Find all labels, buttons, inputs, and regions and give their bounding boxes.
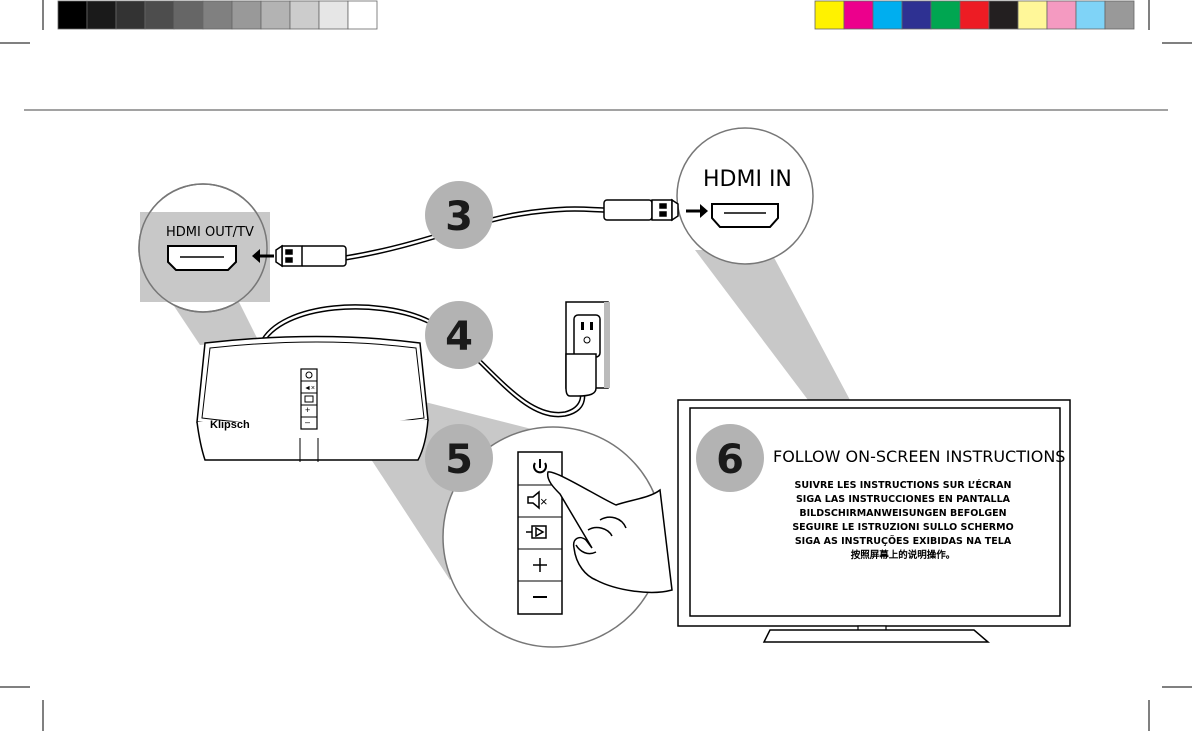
svg-text:3: 3 — [445, 194, 473, 240]
outlet-icon — [565, 301, 610, 397]
power-icon — [533, 459, 547, 474]
color-swatch — [347, 0, 378, 30]
step-4-badge: 4 — [425, 301, 493, 369]
grayscale-bar — [57, 0, 378, 30]
svg-text:+: + — [305, 405, 310, 415]
color-swatch — [988, 0, 1019, 30]
color-swatch — [1075, 0, 1106, 30]
button-callout: × — [442, 426, 673, 648]
svg-text:×: × — [540, 494, 548, 509]
color-process-bar — [814, 0, 1135, 30]
hdmi-in-callout-beam — [695, 250, 850, 400]
svg-text:4: 4 — [445, 314, 473, 360]
instruction-line: 按照屏幕上的说明操作。 — [851, 549, 956, 561]
svg-text:5: 5 — [445, 437, 473, 483]
volume-up-icon — [533, 558, 547, 572]
hdmi-in-callout: HDMI IN — [676, 127, 814, 265]
plug-icon — [275, 244, 347, 268]
color-swatch — [115, 0, 146, 30]
color-swatch — [930, 0, 961, 30]
input-icon — [526, 525, 547, 539]
hdmi-port-icon — [167, 245, 237, 271]
hdmi-cable — [344, 206, 606, 261]
arrow-icon — [686, 204, 708, 218]
arrow-icon — [252, 249, 274, 263]
hdmi-out-callout: HDMI OUT/TV — [138, 183, 270, 313]
color-swatch — [1046, 0, 1077, 30]
device-button-panel: ◄× + – — [300, 368, 318, 430]
color-swatch — [144, 0, 175, 30]
brand-logo: Klipsch — [210, 419, 250, 431]
color-swatch — [872, 0, 903, 30]
hdmi-port-icon — [711, 203, 779, 228]
step-5-badge: 5 — [425, 424, 493, 492]
hdmi-in-label: HDMI IN — [703, 167, 792, 192]
color-swatch — [57, 0, 88, 30]
hdmi-out-label: HDMI OUT/TV — [166, 225, 254, 240]
color-swatch — [814, 0, 845, 30]
instruction-line: SUIVRE LES INSTRUCTIONS SUR L’ÉCRAN — [795, 479, 1012, 491]
color-swatch — [901, 0, 932, 30]
instruction-line: SEGUIRE LE ISTRUZIONI SULLO SCHERMO — [792, 522, 1013, 533]
tv-instructions: SUIVRE LES INSTRUCTIONS SUR L’ÉCRAN SIGA… — [792, 479, 1013, 561]
color-swatch — [1104, 0, 1135, 30]
color-swatch — [202, 0, 233, 30]
color-swatch — [260, 0, 291, 30]
color-swatch — [86, 0, 117, 30]
color-swatch — [1017, 0, 1048, 30]
hand-icon — [546, 471, 673, 594]
instruction-line: SIGA AS INSTRUÇÕES EXIBIDAS NA TELA — [795, 535, 1012, 547]
color-swatch — [173, 0, 204, 30]
color-swatch — [318, 0, 349, 30]
step-3-badge: 3 — [425, 181, 493, 249]
svg-text:6: 6 — [716, 437, 744, 483]
tv-headline: FOLLOW ON-SCREEN INSTRUCTIONS — [773, 447, 1065, 466]
svg-text:◄×: ◄× — [304, 385, 315, 392]
step-6-badge: 6 — [696, 424, 764, 492]
color-swatch — [959, 0, 990, 30]
television: 6 FOLLOW ON-SCREEN INSTRUCTIONS SUIVRE L… — [677, 399, 1071, 643]
mute-icon: × — [527, 490, 548, 510]
color-swatch — [289, 0, 320, 30]
svg-text:–: – — [305, 417, 310, 427]
instruction-line: BILDSCHIRMANWEISUNGEN BEFOLGEN — [799, 508, 1006, 519]
instruction-line: SIGA LAS INSTRUCCIONES EN PANTALLA — [796, 494, 1011, 505]
plug-icon — [603, 198, 679, 222]
klipsch-device: Klipsch ◄× + – — [196, 335, 429, 462]
color-swatch — [843, 0, 874, 30]
color-swatch — [231, 0, 262, 30]
